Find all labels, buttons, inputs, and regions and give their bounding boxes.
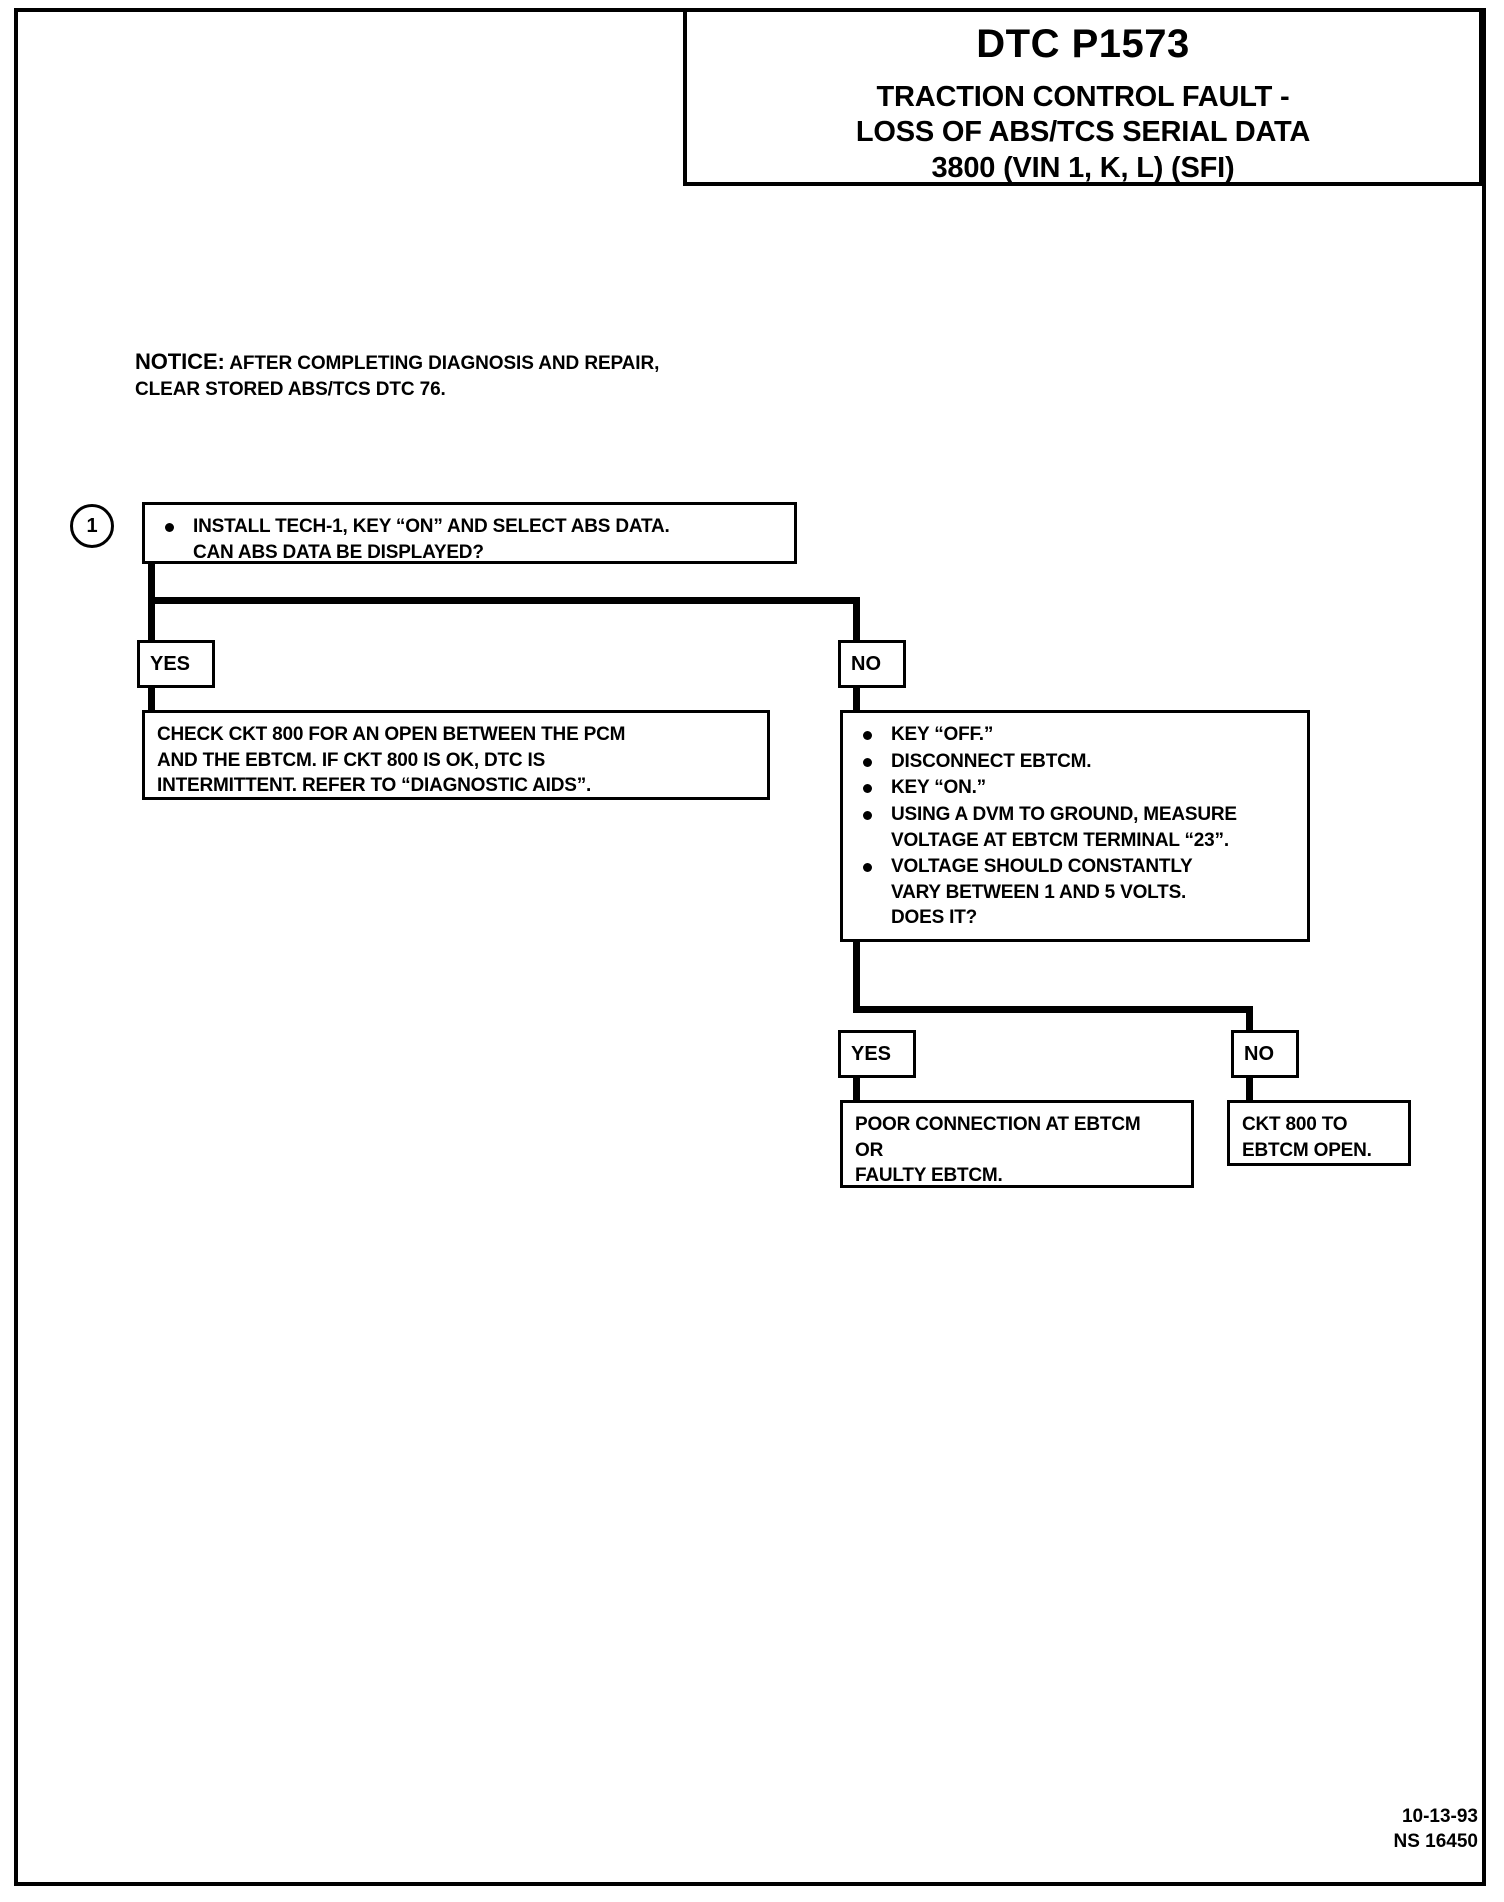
yes-result-line-1: CHECK CKT 800 FOR AN OPEN BETWEEN THE PC…	[157, 724, 626, 745]
branch-2-no-label: NO	[1244, 1042, 1274, 1065]
branch-2-yes-result-line-2: OR	[855, 1139, 884, 1161]
branch-2-yes-result-line-3: FAULTY EBTCM.	[855, 1165, 1003, 1187]
branch-2-yes-label: YES	[851, 1042, 892, 1065]
step-2-bullet-5-line-2: VARY BETWEEN 1 AND 5 VOLTS.	[891, 881, 1187, 903]
step-1-line-1: INSTALL TECH-1, KEY “ON” AND SELECT ABS …	[193, 516, 670, 537]
step-2-bullet-5: VOLTAGE SHOULD CONSTANTLY VARY BETWEEN 1…	[855, 854, 1295, 931]
step-2-bullet-3-text: KEY “ON.”	[891, 777, 986, 799]
footer-date: 10-13-93	[1401, 1806, 1478, 1827]
step-number-1-label: 1	[86, 514, 98, 537]
connector-branch1-yes-down	[148, 597, 155, 641]
footer-block: 10-13-93 NS 16450	[1393, 1805, 1478, 1854]
footer-doc-id: NS 16450	[1393, 1830, 1478, 1852]
branch-1-yes-result-box: CHECK CKT 800 FOR AN OPEN BETWEEN THE PC…	[142, 710, 770, 800]
branch-1-no-box: NO	[838, 640, 906, 688]
branch-2-yes-result-box: POOR CONNECTION AT EBTCM OR FAULTY EBTCM…	[840, 1100, 1194, 1188]
step-2-bullet-1-text: KEY “OFF.”	[891, 724, 994, 745]
connector-branch1-horizontal	[148, 597, 860, 604]
connector-yes1-to-result	[148, 686, 155, 712]
bullet-icon	[863, 757, 872, 767]
bullet-icon	[863, 863, 872, 873]
step-number-1: 1	[70, 504, 114, 548]
step-2-bullet-3: KEY “ON.”	[855, 775, 1295, 801]
branch-2-no-box: NO	[1231, 1030, 1299, 1078]
bullet-icon	[863, 731, 872, 740]
connector-branch1-no-down	[853, 597, 860, 641]
bullet-icon	[165, 523, 174, 532]
branch-2-no-result-line-2: EBTCM OPEN.	[1242, 1139, 1372, 1161]
branch-1-yes-label: YES	[150, 652, 191, 675]
fault-title-line-2: LOSS OF ABS/TCS SERIAL DATA	[855, 116, 1311, 149]
fault-title-line-1: TRACTION CONTROL FAULT -	[876, 81, 1290, 113]
step-2-bullet-2-text: DISCONNECT EBTCM.	[891, 750, 1092, 772]
branch-1-yes-box: YES	[137, 640, 215, 688]
branch-2-yes-result-line-1: POOR CONNECTION AT EBTCM	[855, 1114, 1141, 1135]
step-2-bullet-5-line-3: DOES IT?	[891, 907, 978, 929]
dtc-code: DTC P1573	[976, 22, 1190, 66]
bullet-icon	[863, 784, 872, 794]
yes-result-line-2: AND THE EBTCM. IF CKT 800 IS OK, DTC IS	[157, 749, 546, 771]
step-2-bullet-4-line-1: USING A DVM TO GROUND, MEASURE	[891, 803, 1237, 825]
connector-branch2-no-down	[1246, 1006, 1253, 1034]
title-block: DTC P1573 TRACTION CONTROL FAULT - LOSS …	[683, 8, 1483, 186]
branch-2-no-result-box: CKT 800 TO EBTCM OPEN.	[1227, 1100, 1411, 1166]
fault-title-line-3: 3800 (VIN 1, K, L) (SFI)	[931, 151, 1235, 184]
step-2-bullet-5-line-1: VOLTAGE SHOULD CONSTANTLY	[891, 856, 1193, 878]
branch-2-yes-box: YES	[838, 1030, 916, 1078]
connector-branch2-horizontal	[853, 1006, 1253, 1013]
step-2-bullet-4: USING A DVM TO GROUND, MEASURE VOLTAGE A…	[855, 802, 1295, 853]
branch-2-no-result-line-1: CKT 800 TO	[1242, 1114, 1348, 1135]
connector-yes2-to-result	[853, 1076, 860, 1102]
notice-label: NOTICE:	[135, 349, 225, 374]
connector-no1-to-step2	[853, 686, 860, 712]
notice-line-1: AFTER COMPLETING DIAGNOSIS AND REPAIR,	[229, 353, 660, 374]
step-1-bullet-item: INSTALL TECH-1, KEY “ON” AND SELECT ABS …	[157, 514, 782, 565]
notice-block: NOTICE: AFTER COMPLETING DIAGNOSIS AND R…	[135, 347, 659, 402]
page-border	[14, 8, 1486, 1886]
bullet-icon	[863, 810, 872, 820]
branch-1-no-label: NO	[851, 652, 881, 675]
step-1-line-2: CAN ABS DATA BE DISPLAYED?	[193, 541, 484, 563]
step-2-bullet-4-line-2: VOLTAGE AT EBTCM TERMINAL “23”.	[891, 829, 1229, 851]
connector-step2-down	[853, 940, 860, 1012]
yes-result-line-3: INTERMITTENT. REFER TO “DIAGNOSTIC AIDS”…	[157, 775, 592, 797]
step-1-box: INSTALL TECH-1, KEY “ON” AND SELECT ABS …	[142, 502, 797, 564]
step-2-bullet-2: DISCONNECT EBTCM.	[855, 749, 1295, 775]
notice-line-2: CLEAR STORED ABS/TCS DTC 76.	[135, 378, 446, 400]
connector-no2-to-result	[1246, 1076, 1253, 1102]
step-2-box: KEY “OFF.” DISCONNECT EBTCM. KEY “ON.” U…	[840, 710, 1310, 942]
step-2-bullet-1: KEY “OFF.”	[855, 722, 1295, 748]
